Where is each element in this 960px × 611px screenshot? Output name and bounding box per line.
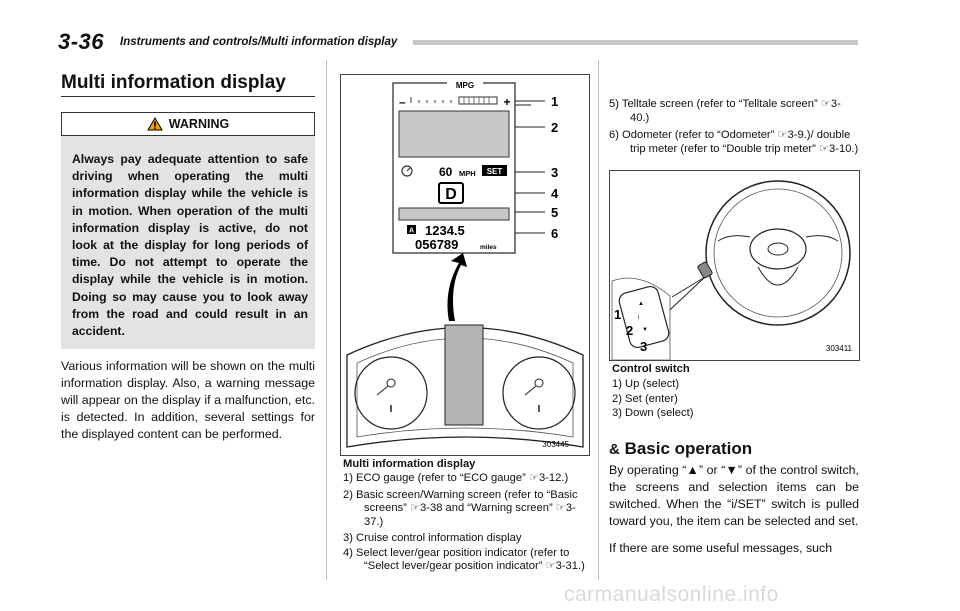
cruise-speed: 60 — [439, 165, 453, 179]
callout-leaders — [515, 100, 545, 234]
warning-box — [61, 112, 315, 349]
control-switch-figure: ▲ i ▼ 1 2 3 303411 — [609, 170, 860, 361]
list-item: 6) Odometer (refer to “Odometer” ☞3-9.)/… — [609, 129, 859, 155]
warning-header: WARNING — [61, 112, 315, 136]
callout-2: 2 — [551, 120, 558, 135]
svg-text:A: A — [409, 228, 414, 235]
eco-gauge-ticks — [410, 97, 452, 103]
cruise-icon — [401, 165, 413, 177]
list-item: 3) Cruise control information display — [343, 532, 522, 544]
brand-emblem — [767, 242, 789, 256]
list-item: 2) Set (enter) — [612, 392, 678, 405]
basic-operation-para1: By operating “▲” or “▼” of the control s… — [609, 463, 859, 528]
figure2-list: 1) Up (select) 2) Set (enter) 3) Down (s… — [612, 377, 693, 421]
warning-text: Always pay adequate attention to safe dr… — [72, 152, 308, 339]
set-label: SET — [487, 167, 503, 176]
list-item: 4) Select lever/gear position indicator … — [343, 546, 585, 573]
column-divider — [326, 60, 327, 580]
warning-triangle-icon — [146, 117, 163, 131]
section-mark: & — [609, 441, 620, 458]
basic-operation-title: & Basic operation — [609, 439, 753, 458]
steering-wheel-rim — [705, 180, 851, 326]
callout-1: 1 — [551, 94, 558, 109]
telltale-screen-area — [398, 207, 510, 221]
trip-icon — [407, 225, 416, 234]
set-badge — [482, 165, 507, 176]
figure1-caption: Multi information display — [343, 458, 476, 470]
speedometer-gauge — [354, 356, 428, 430]
odometer-value: 056789 — [415, 237, 458, 252]
figure2-caption: Control switch — [612, 363, 690, 375]
callout-6: 6 — [551, 226, 558, 241]
zoom-arrow — [447, 253, 467, 321]
callout-3: 3 — [551, 165, 558, 180]
speed-unit: MPH — [459, 169, 476, 178]
switch-on-wheel — [697, 261, 713, 279]
figure-id: 303411 — [826, 344, 853, 353]
header-rule — [413, 40, 858, 45]
warning-label: WARNING — [168, 117, 230, 131]
down-mark: ▼ — [642, 327, 648, 333]
list-item: 1) Up (select) — [612, 378, 680, 390]
cluster-outline — [346, 326, 584, 448]
gear-position: D — [445, 186, 457, 203]
figure-id: 303445 — [542, 440, 569, 449]
section-rule — [61, 96, 315, 97]
trip-value: 1234.5 — [425, 223, 465, 238]
eco-gauge-bar — [458, 96, 498, 105]
callout-4: 4 — [551, 186, 559, 201]
mpg-label-bg — [447, 79, 483, 89]
callout-2: 2 — [626, 323, 633, 338]
cluster-display-area — [444, 324, 484, 426]
eco-gauge-segments — [463, 97, 490, 104]
intro-paragraph: Various information will be shown on the… — [61, 359, 315, 441]
watermark: carmanualsonline.info — [564, 583, 779, 606]
multi-info-display-figure: MPG – + 60 MPH SET D A 1234.5 056789 mil… — [340, 74, 590, 456]
eco-plus-sign: + — [503, 95, 510, 109]
gear-indicator-box — [438, 182, 464, 204]
display-illustration: MPG – + 60 MPH SET D A 1234.5 056789 mil… — [346, 79, 584, 449]
figure1-list-col3: 5) Telltale screen (refer to “Telltale s… — [609, 98, 859, 156]
steering-wheel-illustration: ▲ i ▼ 1 2 3 303411 — [611, 180, 853, 361]
steering-hub — [749, 228, 807, 270]
list-item: 5) Telltale screen (refer to “Telltale s… — [609, 98, 841, 124]
callout-5: 5 — [551, 205, 558, 220]
control-switch-closeup — [618, 285, 670, 349]
column-divider — [598, 60, 599, 580]
page-number: 3-36 — [58, 29, 105, 54]
callout-3: 3 — [640, 339, 647, 354]
callout-1: 1 — [614, 307, 621, 322]
basic-operation-para2: If there are some useful messages, such — [609, 541, 833, 555]
list-item: 1) ECO gauge (refer to “ECO gauge” ☞3-12… — [343, 472, 569, 484]
up-mark: ▲ — [638, 301, 644, 307]
figure1-list: 1) ECO gauge (refer to “ECO gauge” ☞3-12… — [343, 472, 593, 574]
set-mark: i — [638, 315, 639, 321]
eco-minus-sign: – — [399, 95, 406, 109]
list-item: 3) Down (select) — [612, 407, 694, 419]
section-title: Multi information display — [61, 72, 286, 93]
odometer-unit: miles — [480, 244, 497, 251]
basic-screen-area — [398, 110, 510, 158]
mpg-label: MPG — [456, 81, 474, 90]
tachometer-gauge — [502, 356, 576, 430]
section-path: Instruments and controls/Multi informati… — [120, 36, 398, 48]
list-item: 2) Basic screen/Warning screen (refer to… — [343, 488, 578, 528]
